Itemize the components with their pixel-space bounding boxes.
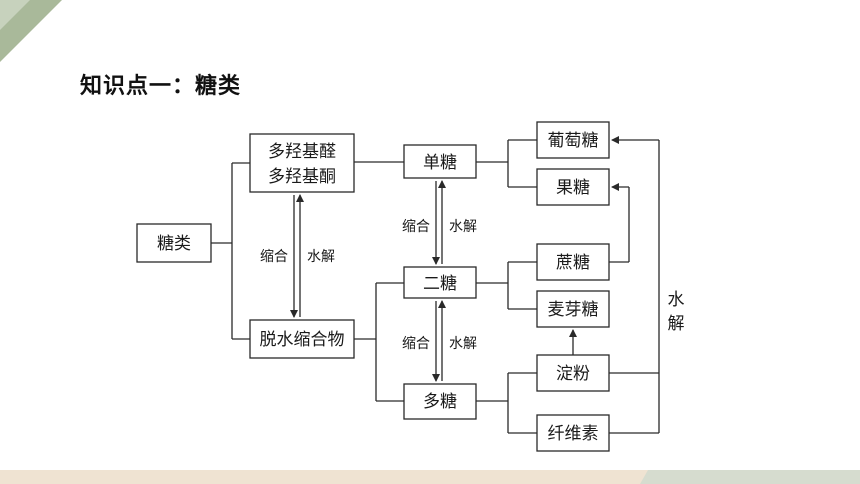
page-title: 知识点一：糖类 [80,74,242,99]
label-aldehyde: 多羟基醛 [268,142,336,162]
footer-band [0,470,860,484]
label-condense-3: 缩合 [402,336,430,352]
label-sugar: 糖类 [157,234,191,254]
label-cellulose: 纤维素 [548,424,599,444]
label-sucrose: 蔗糖 [556,253,590,273]
label-hydrolysis-1: 水解 [307,249,335,265]
label-hydrolysis-v2: 解 [668,314,685,334]
label-maltose: 麦芽糖 [548,300,599,320]
label-condense-2: 缩合 [402,219,430,235]
label-poly: 多糖 [423,392,457,412]
label-condensate: 脱水缩合物 [260,330,345,350]
label-hydrolysis-3: 水解 [449,336,477,352]
label-condense-1: 缩合 [260,249,288,265]
label-ketone: 多羟基酮 [268,167,336,187]
label-glucose: 葡萄糖 [548,131,599,151]
label-mono: 单糖 [423,153,457,173]
label-hydrolysis-v1: 水 [668,290,685,310]
label-starch: 淀粉 [556,364,590,384]
label-di: 二糖 [423,274,457,294]
label-fructose: 果糖 [556,178,590,198]
corner-decoration [0,0,62,62]
label-hydrolysis-2: 水解 [449,219,477,235]
